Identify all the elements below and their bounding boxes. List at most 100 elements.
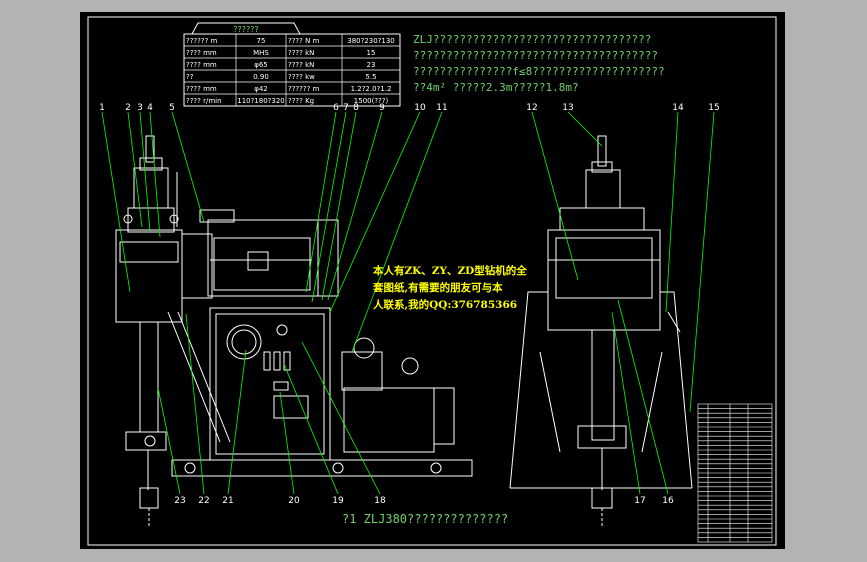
spec-cell: ???? kN (288, 61, 314, 69)
front-bolt-left (123, 214, 133, 224)
base-wheel-2 (332, 462, 344, 474)
spec-cell: ?????? m (186, 37, 218, 45)
leader-line (127, 111, 143, 228)
leader-line (531, 111, 579, 281)
callout-label: 15 (708, 103, 719, 113)
leader-line (351, 111, 443, 353)
callout-label: 14 (672, 103, 684, 113)
motor-lift-eye (401, 357, 419, 375)
leader-line (327, 111, 383, 301)
front-strut-1 (167, 311, 221, 443)
control-lever-1 (263, 351, 271, 371)
callout-label: 7 (343, 103, 349, 113)
front-view (115, 135, 473, 528)
callout-label: 22 (198, 496, 209, 506)
leader-line (301, 341, 381, 495)
leader-line (185, 313, 205, 495)
indicator-lamp (273, 381, 289, 391)
leader-lines (101, 111, 715, 495)
slide-carriage (247, 251, 269, 271)
technical-notes: ZLJ????????????????????????????????? ???… (413, 33, 665, 94)
side-frame-left (509, 291, 548, 489)
front-flange (127, 207, 175, 233)
spec-cell: 75 (257, 37, 266, 45)
callout-label: 12 (526, 103, 537, 113)
side-flange (559, 207, 645, 231)
leader-line (311, 111, 347, 303)
callout-label: 11 (436, 103, 447, 113)
note-line-4: ??4m² ?????2.3m?????1.8m? (413, 81, 579, 94)
motor-end-cap (433, 387, 455, 445)
figure-caption: ?1 ZLJ380?????????????? (342, 512, 508, 526)
callout-label: 3 (137, 103, 143, 113)
spec-cell: 0.90 (253, 73, 269, 81)
drawing-frame (87, 16, 777, 546)
spec-cell: ?? (186, 73, 194, 81)
contact-watermark: 本人有ZK、ZY、ZD型钻机的全 套图纸,有需要的朋友可与本 人联系,我的QQ:… (372, 264, 527, 311)
leader-line (321, 111, 357, 301)
side-spindle-top (597, 135, 607, 167)
side-strut-right (641, 351, 663, 453)
callout-label: 8 (353, 103, 359, 113)
spec-cell: ???? kw (288, 73, 315, 81)
spec-cell: 1500(???) (354, 97, 389, 105)
note-line-2: ????????????????????????????????????? (413, 49, 658, 62)
control-cabinet-inner (215, 313, 325, 455)
spec-cell: 5.5 (365, 73, 376, 81)
slide-frame (207, 219, 319, 297)
spec-cell: ???? mm (186, 85, 217, 93)
slide-inner (213, 237, 311, 291)
leader-line (139, 111, 151, 233)
machine-base (171, 459, 473, 477)
spec-cell: 15 (367, 49, 376, 57)
front-chuck (125, 431, 167, 451)
front-gearbox (115, 229, 183, 323)
pressure-gauge-face (231, 329, 257, 355)
front-chuck-hole (144, 435, 156, 447)
spec-cell: ???? N m (288, 37, 320, 45)
watermark-line-3: 人联系,我的QQ:376785366 (373, 298, 517, 311)
spec-cell: φ65 (254, 61, 268, 69)
callout-label: 19 (332, 496, 344, 506)
front-drill-bit (139, 487, 159, 509)
leader-line (611, 311, 641, 495)
callout-label: 23 (174, 496, 185, 506)
spec-cell: 23 (367, 61, 376, 69)
front-gearbox-band (119, 241, 179, 263)
spec-cell: φ42 (254, 85, 268, 93)
side-drill-tube (591, 329, 615, 441)
callout-label: 10 (414, 103, 426, 113)
leader-line (149, 111, 161, 238)
control-panel-plate (273, 395, 309, 419)
control-lever-3 (283, 351, 291, 371)
side-gearbox (547, 229, 661, 331)
leader-line (279, 391, 295, 495)
slide-column (317, 219, 339, 297)
callout-label: 2 (125, 103, 131, 113)
front-drill-tube (139, 321, 159, 433)
spec-cell: ???? Kg (288, 97, 314, 105)
side-view (509, 135, 693, 528)
side-spindle-cap (591, 161, 613, 173)
leader-line (171, 111, 205, 223)
side-handle (667, 311, 681, 333)
front-spindle-cap (139, 157, 163, 171)
callout-label: 13 (562, 103, 573, 113)
callout-label: 20 (288, 496, 300, 506)
callout-label: 21 (222, 496, 233, 506)
spec-cell: 1.2?2.0?1.2 (351, 85, 392, 93)
motor-body (343, 387, 435, 453)
spec-cell: ???? r/min (186, 97, 222, 105)
motor-box (341, 351, 383, 391)
leader-line (305, 111, 337, 293)
leader-line (689, 111, 715, 413)
front-strut-2 (177, 311, 231, 443)
callout-label: 6 (333, 103, 339, 113)
motor-pulley (353, 337, 375, 359)
spec-cell: MHS (253, 49, 269, 57)
front-spindle-top (145, 135, 155, 163)
